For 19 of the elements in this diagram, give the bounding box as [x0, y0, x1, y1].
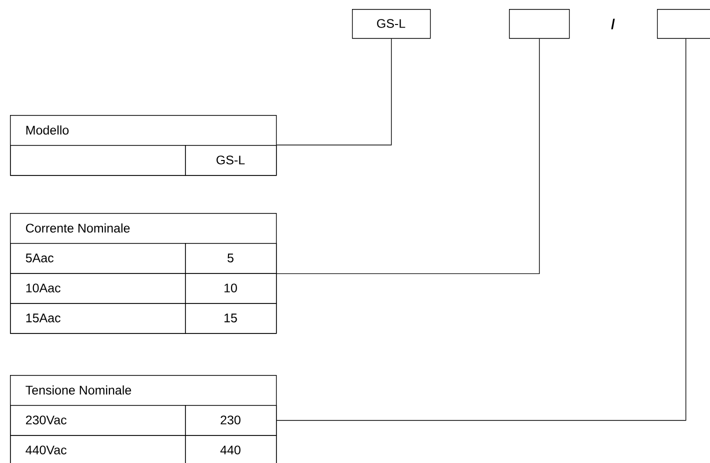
table-cell: 15 — [185, 302, 277, 334]
table-cell: 10 — [185, 273, 277, 304]
table-cell: 10Aac — [10, 273, 186, 304]
code-box: GS-L — [352, 9, 431, 39]
connector-line — [276, 38, 540, 274]
table-cell: 440Vac — [10, 434, 186, 463]
table-cell: 5Aac — [10, 243, 186, 274]
code-box — [657, 9, 710, 39]
table-cell: 230 — [185, 404, 277, 436]
table-cell: 5 — [185, 243, 277, 274]
table-cell: 230Vac — [10, 404, 186, 436]
connector-line — [276, 38, 392, 146]
table-cell: 15Aac — [10, 302, 186, 334]
empty-cell — [10, 145, 186, 176]
table-cell: GS-L — [185, 145, 277, 176]
connector-line — [276, 38, 686, 421]
separator-slash: / — [611, 18, 615, 30]
table-cell: 440 — [185, 434, 277, 463]
code-box — [509, 9, 570, 39]
